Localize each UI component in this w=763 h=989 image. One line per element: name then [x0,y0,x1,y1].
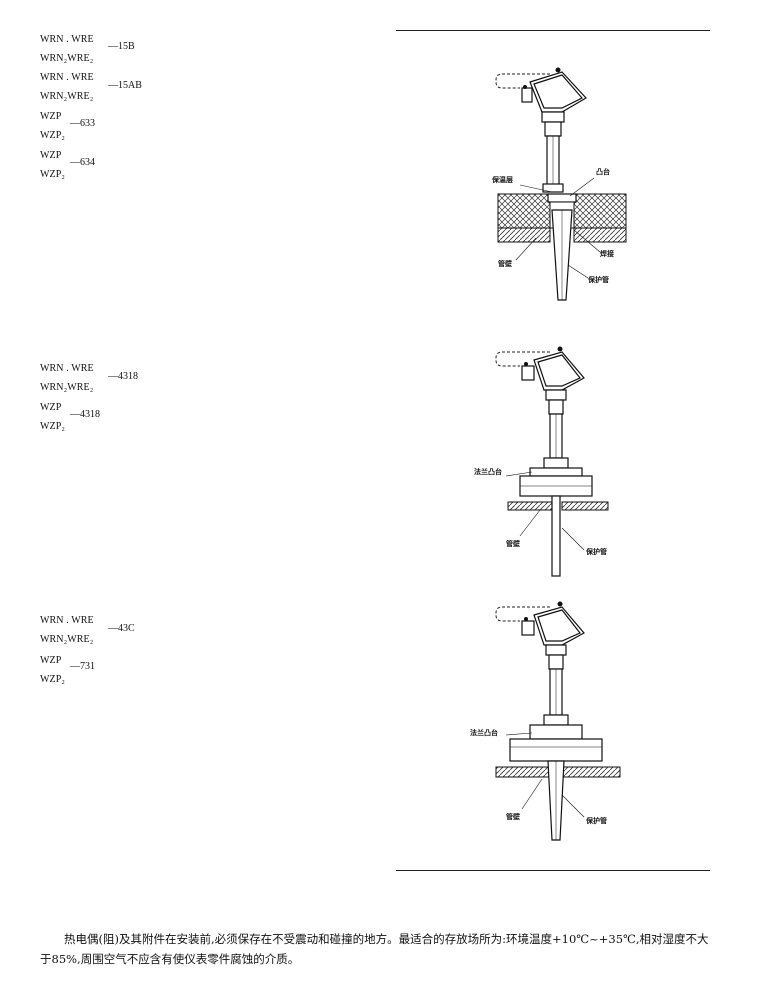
top-rule [396,30,710,32]
model-suffix: —43C [108,623,135,634]
label-flange-boss: 法兰凸台 [474,467,502,476]
label-weld: 焊接 [600,249,614,258]
model-suffix: —4318 [70,409,100,420]
model-top: WZP [40,402,62,413]
model-bottom: WRN₂WRE₂ [40,634,94,645]
model-bottom: WRN₂WRE₂ [40,382,94,393]
storage-note: 热电偶(阻)及其附件在安装前,必须保存在不受震动和碰撞的地方。最适合的存放场所为… [40,932,709,966]
model-suffix: —15AB [108,80,142,91]
model-suffix: —15B [108,41,135,52]
label-protection-tube: 保护管 [585,547,607,556]
installation-diagram-boss: 保温层 凸台 焊接 管壁 保护管 [491,67,627,301]
model-top: WRN . WRE [40,72,94,83]
model-suffix: —634 [70,157,95,168]
model-bottom: WZP₂ [40,130,65,141]
model-top: WZP [40,150,62,161]
model-bottom: WZP₂ [40,674,65,685]
model-top: WRN . WRE [40,363,94,374]
label-protection-tube: 保护管 [587,275,609,284]
model-top: WZP [40,655,62,666]
model-suffix: —633 [70,118,95,129]
label-insulation: 保温层 [491,175,513,184]
label-flange-boss: 法兰凸台 [470,728,498,737]
model-top: WRN . WRE [40,34,94,45]
model-suffix: —4318 [108,371,138,382]
label-pipe-wall: 管壁 [506,539,520,548]
label-pipe-wall: 管壁 [506,812,520,821]
model-top: WZP [40,111,62,122]
model-top: WRN . WRE [40,615,94,626]
model-bottom: WRN₂WRE₂ [40,53,94,64]
model-suffix: —731 [70,661,95,672]
installation-diagram-flange-tapered: 法兰凸台 管壁 保护管 [470,601,621,841]
model-bottom: WRN₂WRE₂ [40,91,94,102]
installation-diagram-flange: 法兰凸台 管壁 保护管 [474,346,609,577]
bottom-rule [396,870,710,872]
label-protection-tube: 保护管 [585,816,607,825]
model-bottom: WZP₂ [40,421,65,432]
label-pipe-wall: 管壁 [498,259,512,268]
model-bottom: WZP₂ [40,169,65,180]
label-boss: 凸台 [596,167,610,176]
